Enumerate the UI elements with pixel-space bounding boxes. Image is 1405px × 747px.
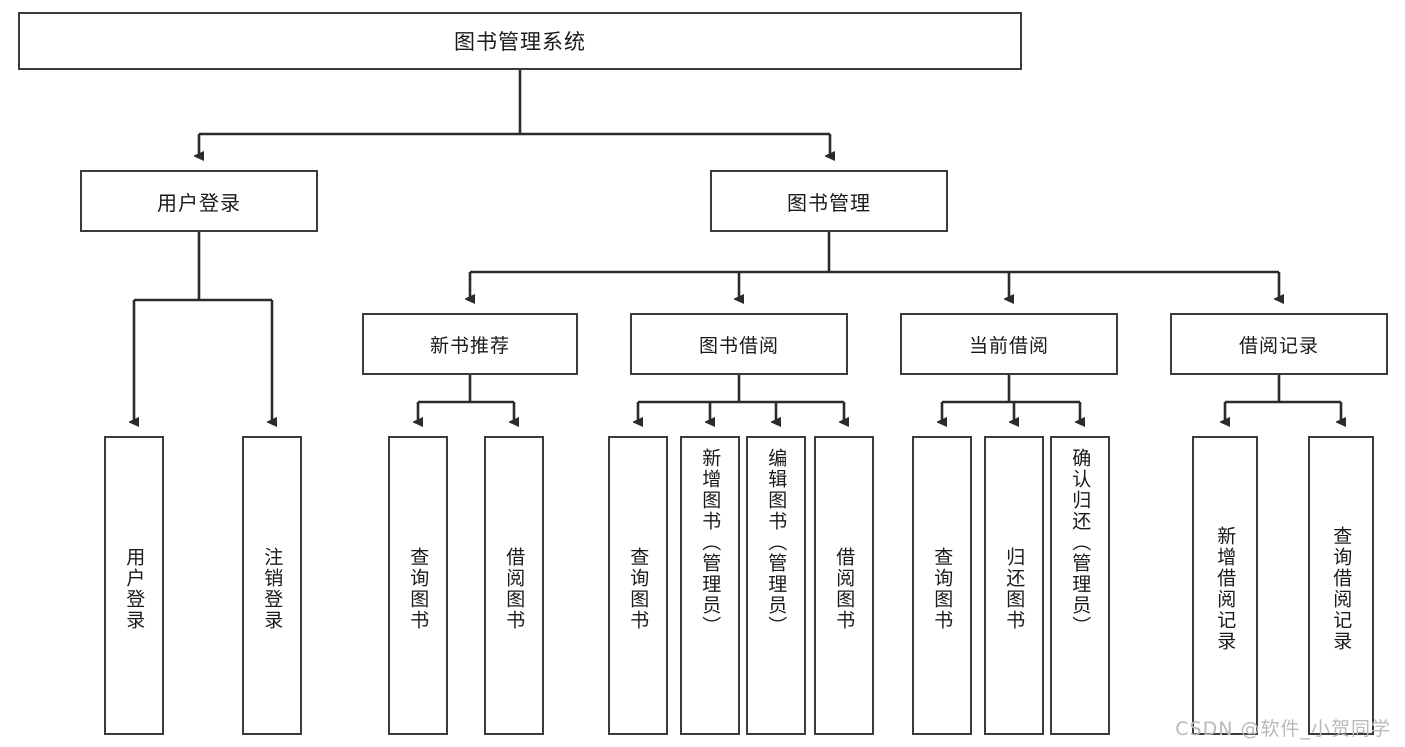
node-leaf-query-book-2[interactable]: 查询图书 bbox=[608, 436, 668, 735]
node-book-manage-label: 图书管理 bbox=[787, 190, 871, 215]
node-leaf-add-book-admin-label: 新增图书（管理员） bbox=[699, 448, 722, 637]
node-borrow-record-label: 借阅记录 bbox=[1238, 334, 1319, 357]
node-book-manage[interactable]: 图书管理 bbox=[710, 170, 948, 232]
node-leaf-borrow-book-2[interactable]: 借阅图书 bbox=[814, 436, 874, 735]
node-leaf-borrow-book-1[interactable]: 借阅图书 bbox=[484, 436, 544, 735]
node-user-login-label: 用户登录 bbox=[157, 190, 241, 215]
node-new-book-recommend-label: 新书推荐 bbox=[429, 334, 510, 357]
node-leaf-confirm-return-admin-label: 确认归还（管理员） bbox=[1069, 448, 1092, 637]
node-leaf-user-login-label: 用户登录 bbox=[123, 546, 146, 631]
node-leaf-logout-login-label: 注销登录 bbox=[261, 546, 284, 631]
node-leaf-add-borrow-record[interactable]: 新增借阅记录 bbox=[1192, 436, 1258, 735]
node-leaf-query-book-1-label: 查询图书 bbox=[407, 546, 430, 631]
node-leaf-edit-book-admin-label: 编辑图书（管理员） bbox=[765, 448, 788, 637]
node-leaf-return-book-label: 归还图书 bbox=[1003, 546, 1026, 631]
node-current-borrow[interactable]: 当前借阅 bbox=[900, 313, 1118, 375]
node-user-login[interactable]: 用户登录 bbox=[80, 170, 318, 232]
node-root-label: 图书管理系统 bbox=[454, 30, 586, 54]
node-leaf-add-book-admin[interactable]: 新增图书（管理员） bbox=[680, 436, 740, 735]
node-leaf-query-book-2-label: 查询图书 bbox=[627, 546, 650, 631]
node-new-book-recommend[interactable]: 新书推荐 bbox=[362, 313, 578, 375]
node-leaf-query-book-3[interactable]: 查询图书 bbox=[912, 436, 972, 735]
node-current-borrow-label: 当前借阅 bbox=[968, 334, 1049, 357]
node-leaf-query-borrow-record-label: 查询借阅记录 bbox=[1330, 525, 1353, 652]
node-leaf-edit-book-admin[interactable]: 编辑图书（管理员） bbox=[746, 436, 806, 735]
node-root[interactable]: 图书管理系统 bbox=[18, 12, 1022, 70]
node-leaf-logout-login[interactable]: 注销登录 bbox=[242, 436, 302, 735]
node-borrow-record[interactable]: 借阅记录 bbox=[1170, 313, 1388, 375]
node-leaf-add-borrow-record-label: 新增借阅记录 bbox=[1214, 525, 1237, 652]
node-book-borrow-label: 图书借阅 bbox=[698, 334, 779, 357]
node-book-borrow[interactable]: 图书借阅 bbox=[630, 313, 848, 375]
node-leaf-confirm-return-admin[interactable]: 确认归还（管理员） bbox=[1050, 436, 1110, 735]
node-leaf-user-login[interactable]: 用户登录 bbox=[104, 436, 164, 735]
node-leaf-query-book-3-label: 查询图书 bbox=[931, 546, 954, 631]
node-leaf-query-borrow-record[interactable]: 查询借阅记录 bbox=[1308, 436, 1374, 735]
node-leaf-borrow-book-1-label: 借阅图书 bbox=[503, 546, 526, 631]
watermark-text: CSDN @软件_小贺同学 bbox=[1175, 718, 1391, 740]
node-leaf-return-book[interactable]: 归还图书 bbox=[984, 436, 1044, 735]
node-leaf-borrow-book-2-label: 借阅图书 bbox=[833, 546, 856, 631]
node-leaf-query-book-1[interactable]: 查询图书 bbox=[388, 436, 448, 735]
